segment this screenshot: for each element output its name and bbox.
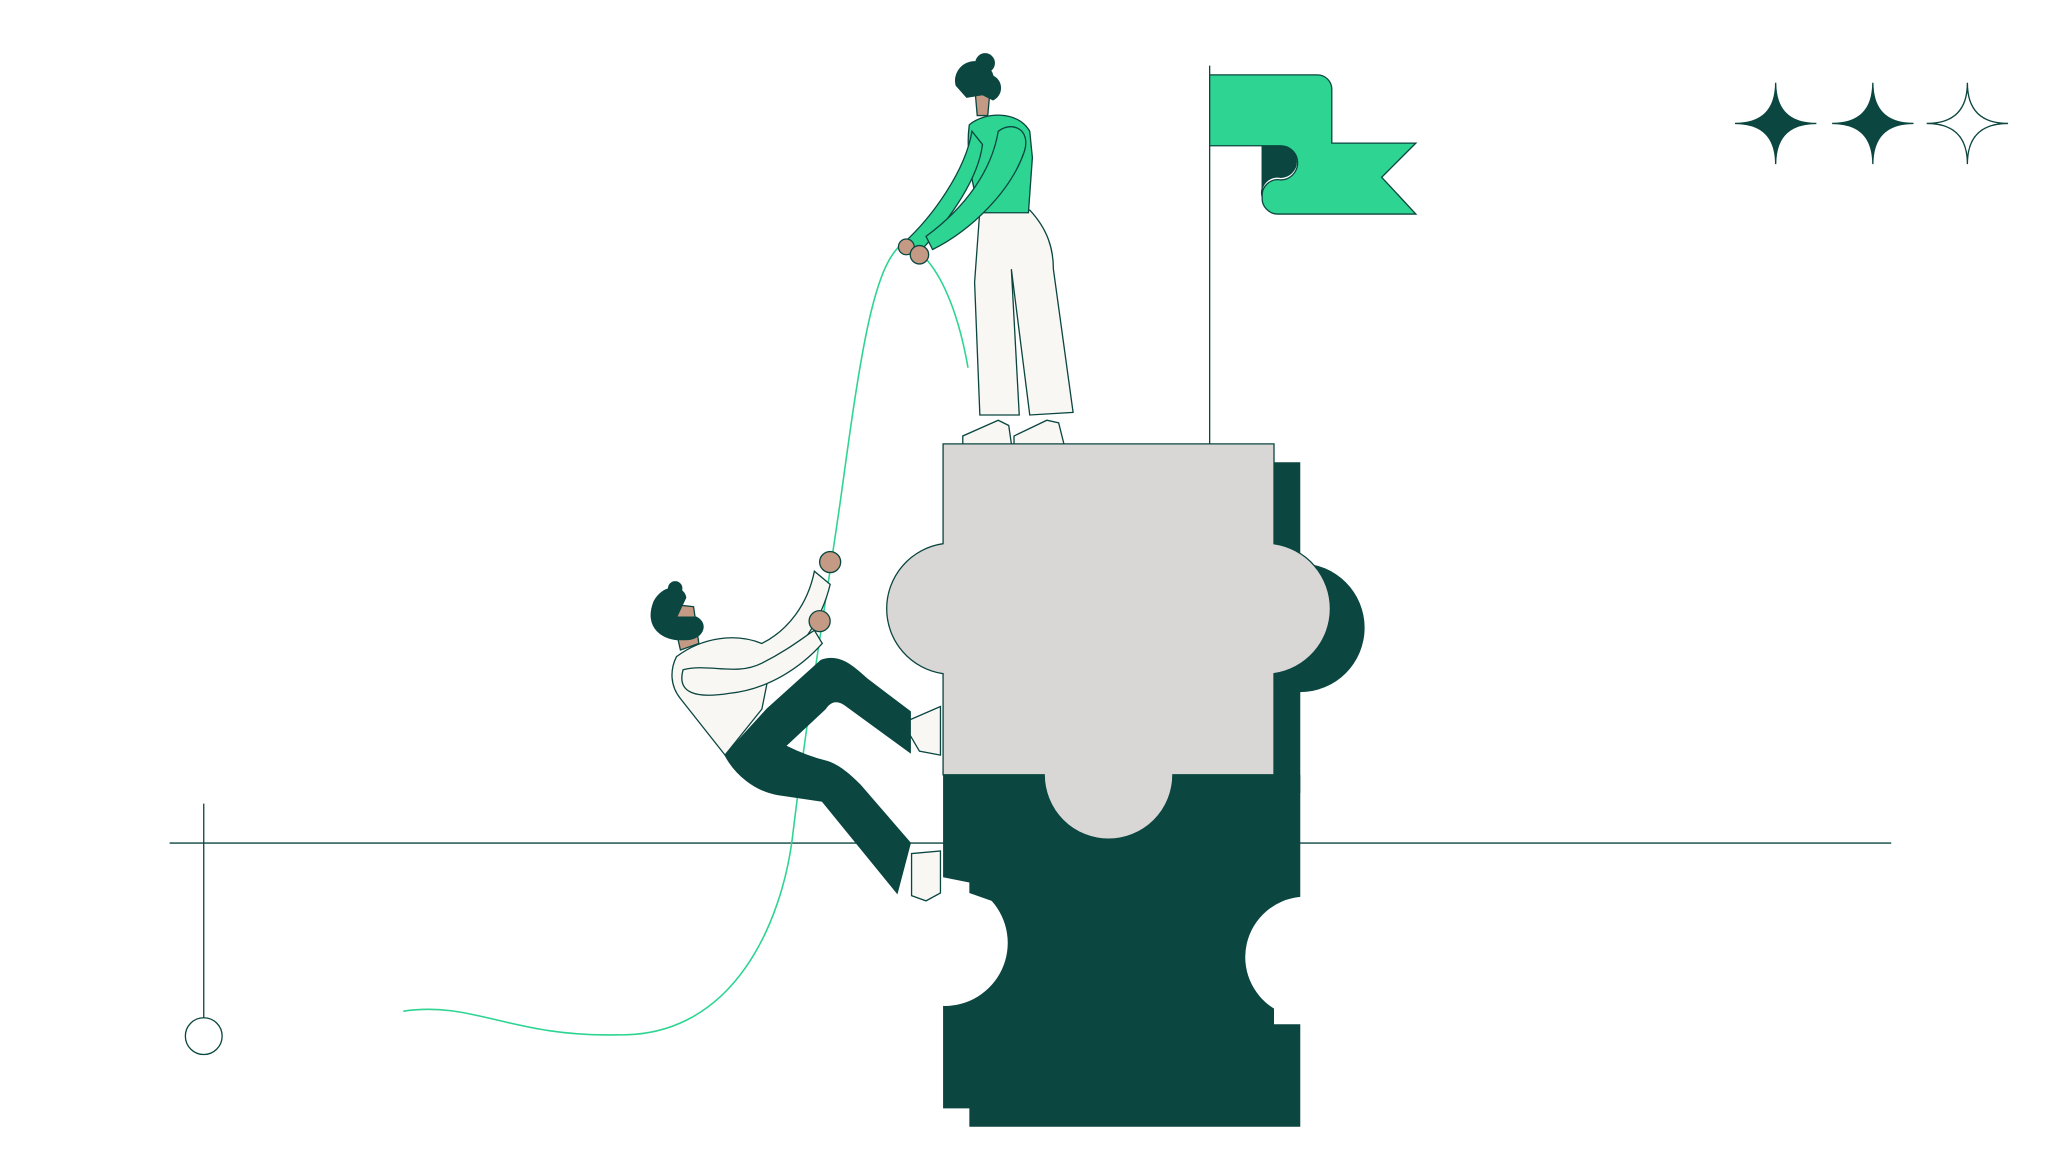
climbing-person: [650, 550, 942, 902]
sparkle-star-icon: [1734, 82, 1817, 165]
sparkle-star-icon: [1832, 82, 1914, 165]
pendulum-circle: [184, 1017, 223, 1056]
sparkle-star-icon: [1926, 82, 2009, 165]
standing-person: [897, 53, 1074, 445]
puzzle-piece-icon: [886, 443, 1332, 840]
flag-icon: [1209, 65, 1418, 444]
